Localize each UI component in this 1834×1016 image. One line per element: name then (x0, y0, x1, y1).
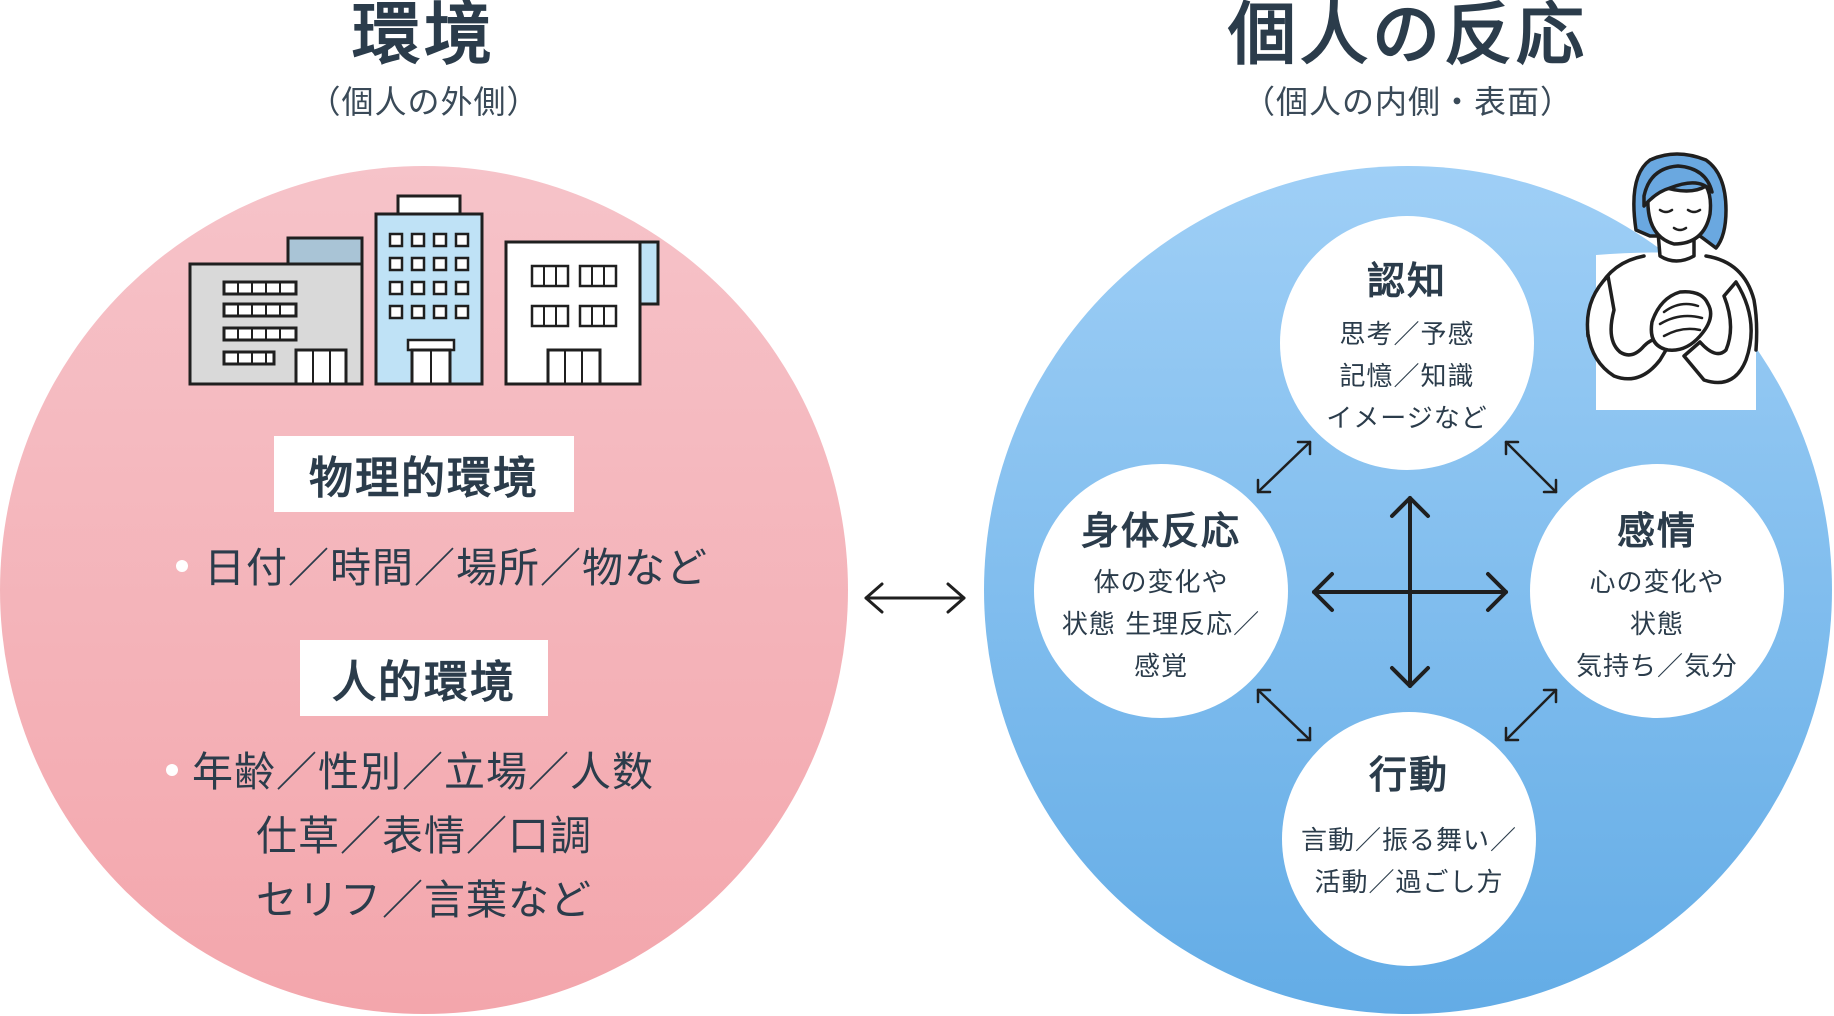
human-environment-label: 人的環境 (300, 640, 548, 716)
behavior-circle: 行動 言動／振る舞い／ 活動／過ごし方 (1282, 712, 1536, 966)
human-environment-item: 年齢／性別／立場／人数 (192, 748, 654, 796)
behavior-line: 言動／振る舞い／ (1300, 826, 1517, 856)
body-reaction-line: 状態 生理反応／ (1061, 610, 1261, 640)
behavior-title: 行動 (1368, 753, 1449, 797)
cognition-line: 記憶／知識 (1339, 362, 1475, 392)
bullet-dot (166, 764, 178, 776)
physical-environment-item: 日付／時間／場所／物など (204, 544, 708, 592)
emotion-line: 気持ち／気分 (1575, 652, 1738, 682)
behavior-line: 活動／過ごし方 (1314, 868, 1504, 898)
response-subtitle: （個人の内側・表面） (1242, 83, 1573, 121)
cognition-circle: 認知 思考／予感 記憶／知識 イメージなど (1280, 216, 1534, 470)
body-reaction-title: 身体反応 (1080, 509, 1241, 553)
cognition-line: イメージなど (1326, 404, 1488, 434)
emotion-circle: 感情 心の変化や 状態 気持ち／気分 (1530, 464, 1784, 718)
emotion-line: 心の変化や (1589, 568, 1725, 598)
bullet-dot (176, 560, 188, 572)
cognition-line: 思考／予感 (1339, 320, 1475, 350)
emotion-title: 感情 (1616, 509, 1697, 553)
cognition-title: 認知 (1366, 259, 1447, 303)
physical-environment-label: 物理的環境 (274, 436, 574, 512)
environment-title: 環境 (351, 0, 496, 75)
human-environment-item: セリフ／言葉など (256, 876, 592, 924)
body-reaction-line: 体の変化や (1093, 568, 1229, 598)
environment-subtitle: （個人の外側） (308, 83, 540, 121)
response-title: 個人の反応 (1227, 0, 1588, 75)
body-reaction-circle: 身体反応 体の変化や 状態 生理反応／ 感覚 (1034, 464, 1288, 718)
human-environment-item: 仕草／表情／口調 (256, 812, 592, 860)
body-reaction-line: 感覚 (1133, 652, 1188, 682)
emotion-line: 状態 (1629, 610, 1684, 640)
